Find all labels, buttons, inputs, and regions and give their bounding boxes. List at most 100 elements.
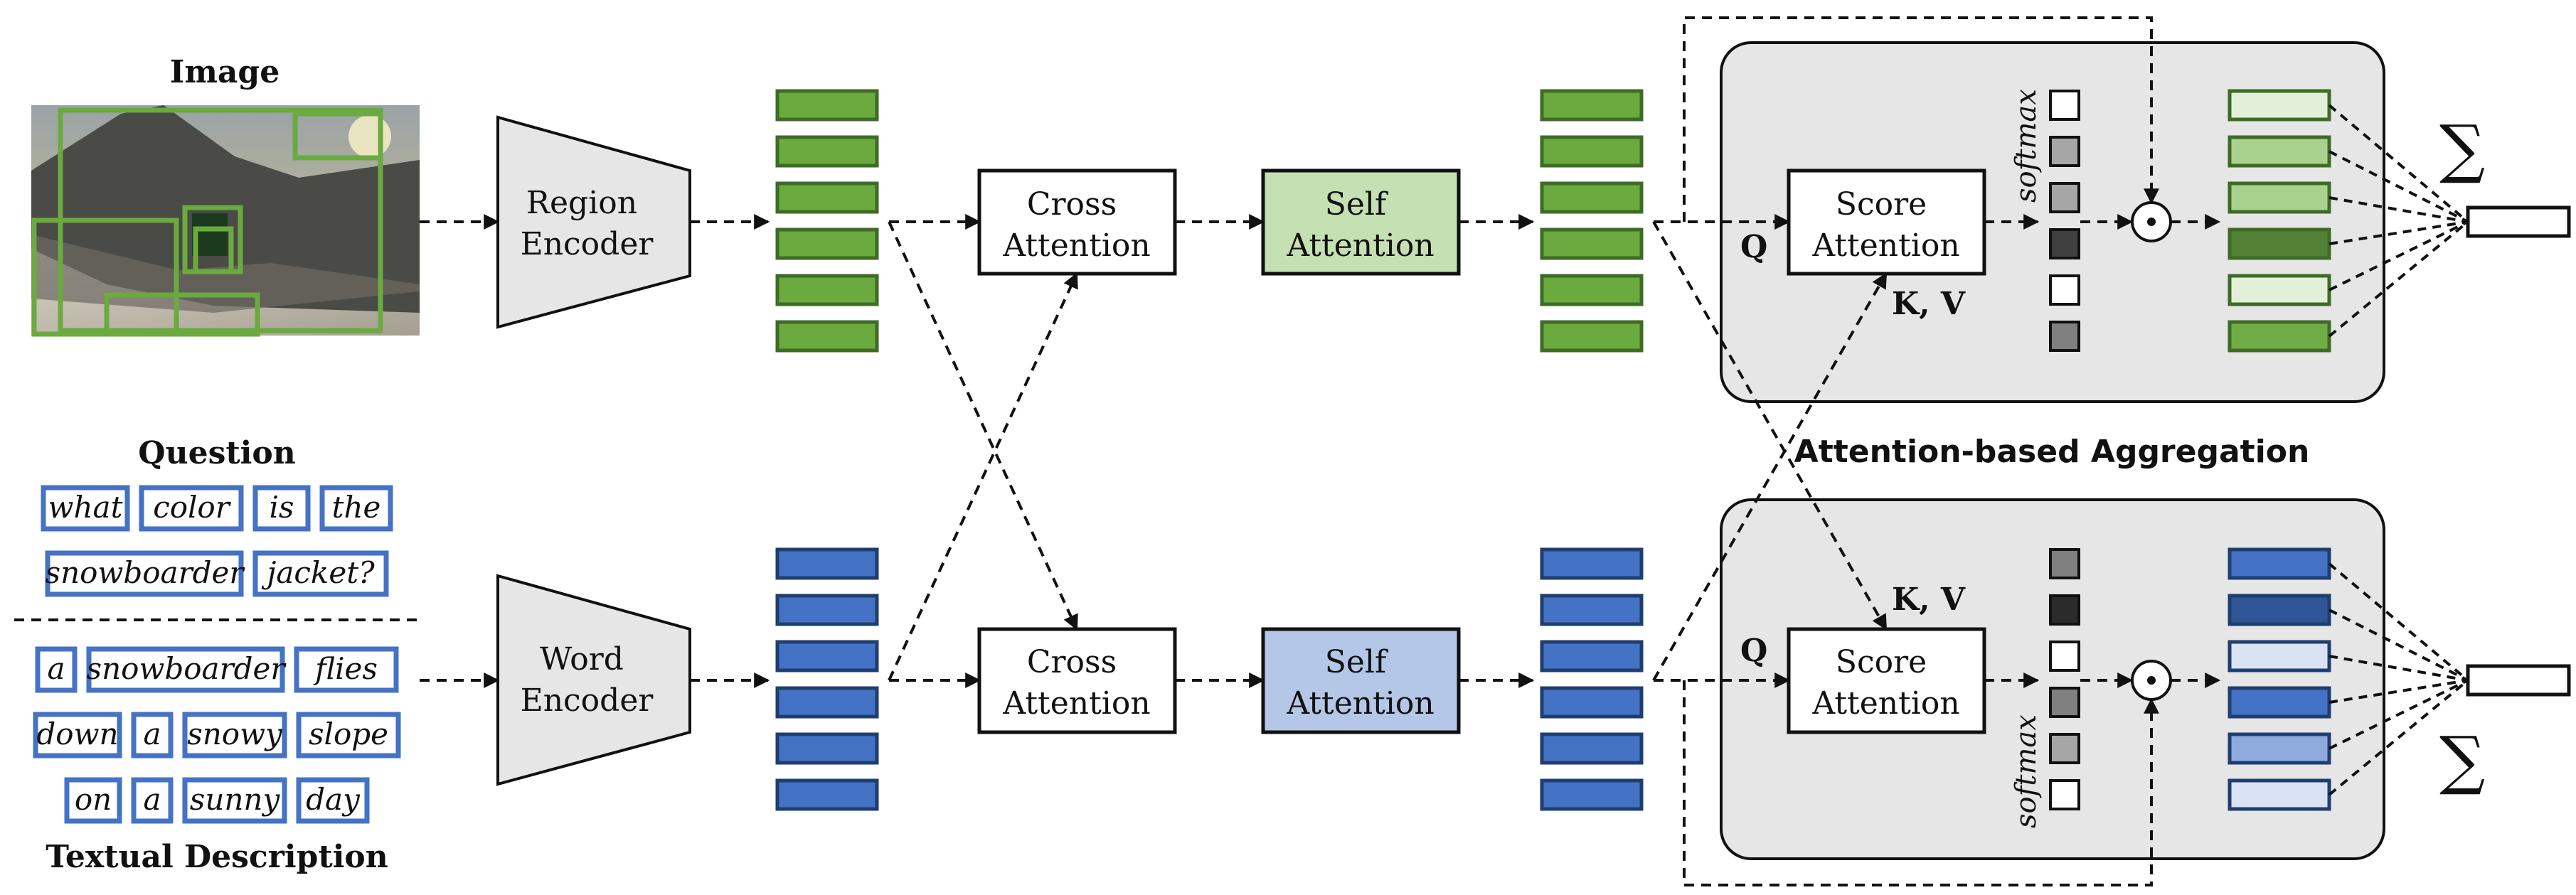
feature-vector <box>775 732 879 765</box>
word-token: snowboarder <box>87 651 287 686</box>
weighted-features-top <box>2228 89 2331 353</box>
aggregation-panel-top <box>1720 41 2385 403</box>
word-encoder <box>496 574 691 786</box>
softmax-weight <box>2049 687 2080 718</box>
cross-attention-bottom <box>977 627 1177 734</box>
word-token-box <box>131 712 174 759</box>
feature-vector <box>1540 89 1644 122</box>
fan-line <box>2328 679 2469 704</box>
word-token: jacket? <box>261 555 375 590</box>
cross-attention-top-label: Cross Attention <box>1002 186 1150 264</box>
fan-line <box>2328 679 2469 796</box>
visual-self-attn-output-stack <box>1540 89 1644 353</box>
word-token: a <box>143 782 161 817</box>
word-token-box <box>296 777 370 824</box>
word-token-box <box>139 485 244 532</box>
feature-vector <box>1540 547 1644 580</box>
fan-line <box>2328 609 2469 682</box>
fan-line <box>2328 220 2469 291</box>
word-token-box <box>131 777 174 824</box>
feature-vector <box>775 778 879 811</box>
aggregation-panel-bottom <box>1720 498 2385 860</box>
softmax-weight <box>2049 136 2080 167</box>
kv-label-bottom: K, V <box>1892 582 1966 618</box>
odot-bottom-dot <box>2147 676 2156 685</box>
kv-label-top: K, V <box>1892 286 1966 322</box>
region-box <box>292 111 383 161</box>
feature-vector <box>1540 640 1644 672</box>
sum-fan-lines <box>2328 104 2469 796</box>
word-token-box <box>41 485 130 532</box>
feature-vector <box>1540 227 1644 260</box>
feature-vector <box>775 89 879 122</box>
feature-vector <box>775 227 879 260</box>
text-features-stack <box>775 547 879 811</box>
word-token: on <box>75 782 112 817</box>
word-token-box <box>182 777 287 824</box>
softmax-weight <box>2049 182 2080 213</box>
feature-vector <box>775 686 879 719</box>
region-box <box>193 226 234 274</box>
softmax-label-bottom: softmax <box>2010 714 2043 828</box>
fan-line <box>2328 196 2469 223</box>
feature-vector <box>775 135 879 168</box>
fan-line <box>2328 104 2469 223</box>
feature-vector <box>2228 320 2331 353</box>
word-token-box <box>182 712 287 759</box>
word-token: down <box>36 717 118 751</box>
feature-vector <box>1540 135 1644 168</box>
feature-vector <box>775 547 879 580</box>
description-title: Textual Description <box>46 839 388 875</box>
feature-vector <box>2228 181 2331 214</box>
word-token: color <box>153 490 232 525</box>
self-attention-top <box>1261 168 1461 276</box>
word-encoder-label: Word Encoder <box>521 641 654 719</box>
feature-vector <box>2228 732 2331 765</box>
softmax-weights-top <box>2049 90 2080 352</box>
word-token-box <box>294 646 399 693</box>
softmax-weight <box>2049 321 2080 352</box>
region-encoder-label: Region Encoder <box>521 185 654 262</box>
word-token: a <box>143 717 161 751</box>
region-boxes <box>31 107 383 337</box>
feature-vector <box>1540 181 1644 214</box>
flow-arrows <box>420 16 2221 886</box>
feature-vector <box>2228 778 2331 811</box>
word-token-box <box>319 485 393 532</box>
word-token-box <box>64 777 122 824</box>
softmax-label-top: softmax <box>2010 89 2043 203</box>
word-token: sunny <box>190 782 281 817</box>
word-token: is <box>270 490 294 525</box>
fan-line <box>2328 220 2469 338</box>
self-attention-top-label: Self Attention <box>1286 186 1434 264</box>
softmax-weight <box>2049 733 2080 764</box>
feature-vector <box>2228 135 2331 168</box>
feature-vector <box>775 274 879 306</box>
self-attention-bottom-label: Self Attention <box>1286 644 1434 722</box>
feature-vector <box>775 181 879 214</box>
image-title: Image <box>170 54 280 90</box>
feature-vector <box>775 320 879 353</box>
feature-vector <box>2228 89 2331 122</box>
softmax-weight <box>2049 548 2080 579</box>
region-box <box>104 292 260 337</box>
feature-vector <box>1540 594 1644 626</box>
word-token-box <box>252 550 389 597</box>
aggregation-title: Attention-based Aggregation <box>1794 434 2310 470</box>
softmax-weight <box>2049 274 2080 306</box>
word-token-box <box>35 646 78 693</box>
feature-vector <box>1540 732 1644 765</box>
softmax-weight <box>2049 779 2080 810</box>
feature-vector <box>1540 320 1644 353</box>
feature-vector <box>2228 640 2331 672</box>
score-attention-top <box>1787 168 1986 276</box>
text-self-attn-output-stack <box>1540 547 1644 811</box>
word-token: slope <box>309 717 388 751</box>
odot-top-dot <box>2147 218 2156 226</box>
word-token-box <box>45 550 244 597</box>
final-vector-top <box>2466 205 2571 238</box>
fan-line <box>2328 679 2469 750</box>
